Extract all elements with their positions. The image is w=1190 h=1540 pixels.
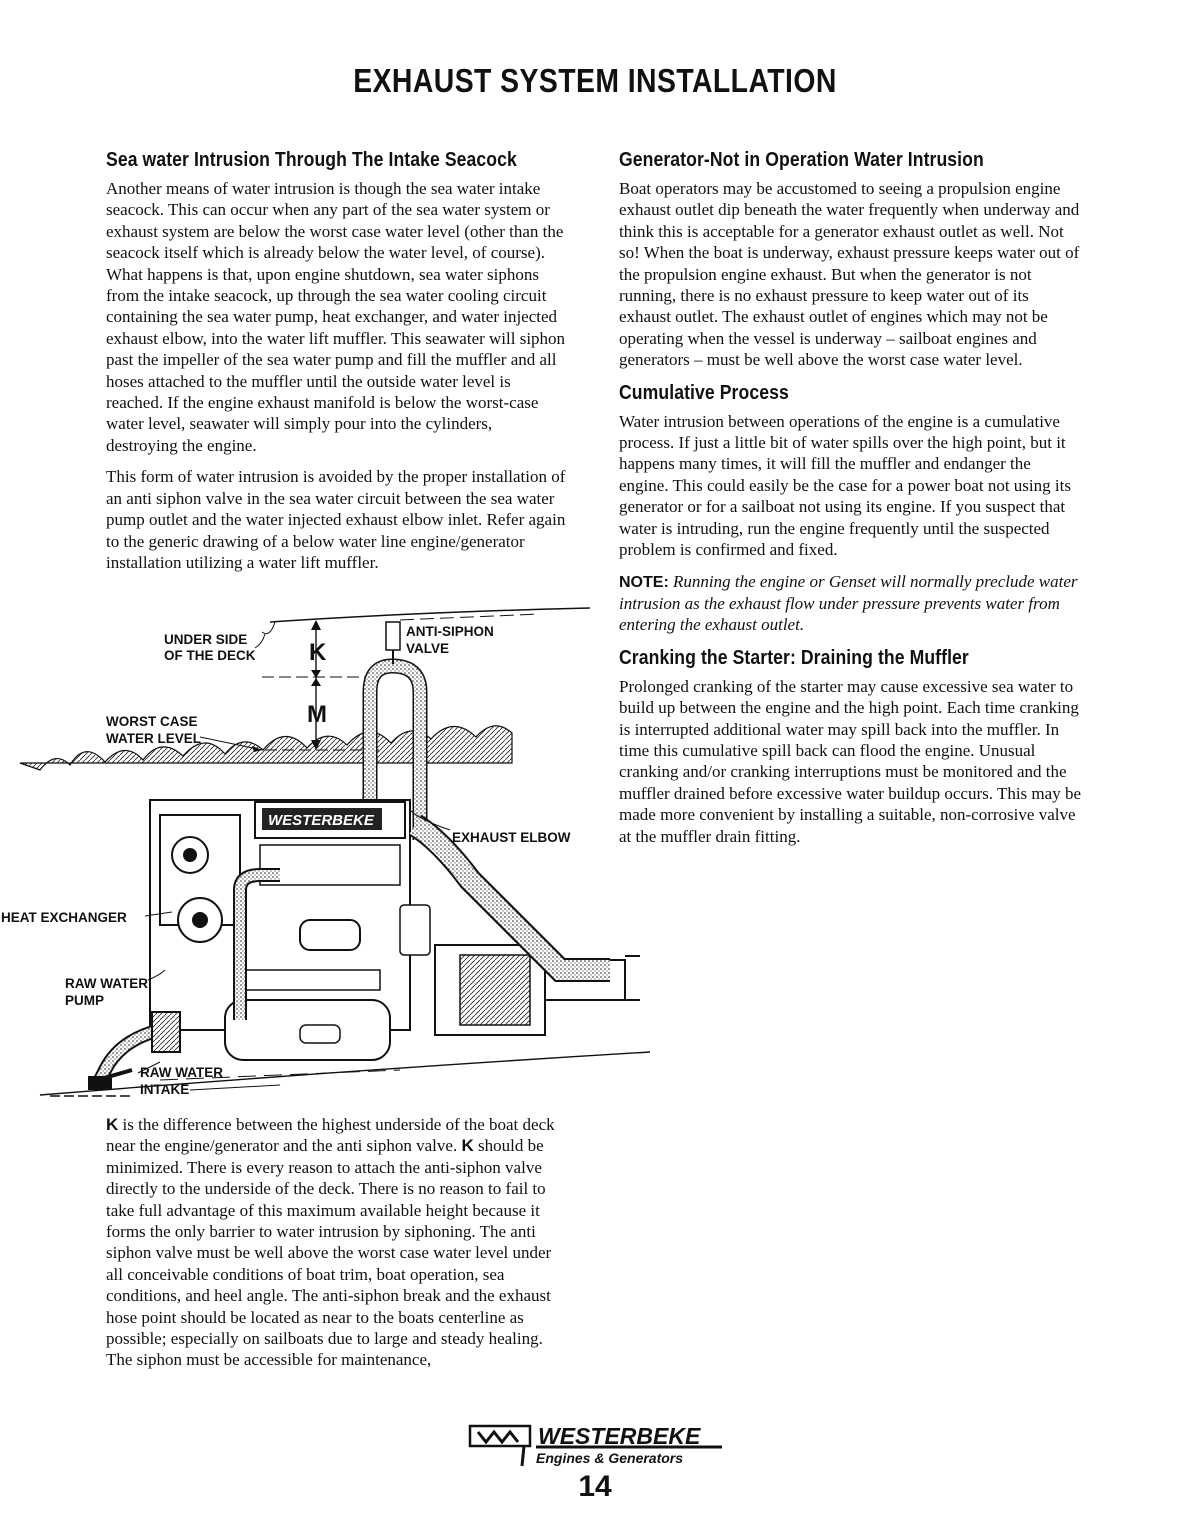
heading-cranking-starter: Cranking the Starter: Draining the Muffl… — [619, 646, 969, 669]
paragraph-cranking-starter: Prolonged cranking of the starter may ca… — [619, 676, 1081, 846]
k-text-2: should be minimized. There is every reas… — [106, 1136, 552, 1370]
paragraph-cumulative-process: Water intrusion between operations of th… — [619, 411, 1071, 560]
k-symbol-2: K — [461, 1136, 474, 1156]
paragraph-seacock-1: Another means of water intrusion is thou… — [106, 179, 566, 455]
logo-brand: WESTERBEKE — [538, 1423, 701, 1449]
anti-siphon-valve — [385, 621, 401, 651]
label-raw-water-intake-1: RAW WATER — [140, 1065, 223, 1080]
page-title: EXHAUST SYSTEM INSTALLATION — [353, 62, 837, 99]
label-valve: VALVE — [406, 641, 449, 656]
heading-generator-intrusion: Generator-Not in Operation Water Intrusi… — [619, 149, 984, 171]
westerbeke-logo: WESTERBEKE Engines & Generators — [468, 1423, 722, 1467]
deck-line — [269, 607, 591, 623]
paragraph-generator-intrusion: Boat operators may be accustomed to seei… — [619, 179, 1080, 370]
label-worst-case: WORST CASE — [106, 714, 198, 729]
label-exhaust-elbow: EXHAUST ELBOW — [452, 830, 571, 845]
paragraph-k-explanation: K is the difference between the highest … — [106, 1114, 568, 1371]
label-raw-water-pump-2: PUMP — [65, 993, 104, 1008]
k-text-1: is the difference between the highest un… — [106, 1115, 555, 1156]
heading-seacock-intrusion: Sea water Intrusion Through The Intake S… — [106, 149, 517, 171]
engine-brand-plate: WESTERBEKE — [268, 812, 375, 829]
right-column: Generator-Not in Operation Water Intrusi… — [619, 148, 1084, 857]
label-raw-water-intake-2: INTAKE — [140, 1082, 189, 1097]
paragraph-seacock-2: This form of water intrusion is avoided … — [106, 467, 566, 572]
k-dimension-label: K — [309, 639, 327, 666]
label-anti-siphon: ANTI-SIPHON — [406, 624, 494, 639]
label-heat-exchanger: HEAT EXCHANGER — [1, 910, 127, 925]
heading-cumulative-process: Cumulative Process — [619, 381, 789, 404]
seacock-icon — [50, 1068, 133, 1097]
label-raw-water-pump-1: RAW WATER — [65, 976, 148, 991]
sea-waves — [19, 725, 513, 771]
note-label: NOTE: — [619, 573, 669, 591]
note-text: Running the engine or Genset will normal… — [619, 571, 1078, 635]
label-of-the-deck: OF THE DECK — [164, 648, 256, 663]
label-under-side: UNDER SIDE — [164, 632, 247, 647]
m-dimension-label: M — [307, 701, 327, 728]
raw-water-strainer — [151, 1011, 181, 1053]
page-number: 14 — [578, 1470, 612, 1503]
label-water-level: WATER LEVEL — [106, 731, 201, 746]
logo-tagline: Engines & Generators — [536, 1450, 683, 1466]
k-symbol-1: K — [106, 1115, 119, 1134]
note-paragraph: NOTE: Running the engine or Genset will … — [619, 571, 1084, 636]
installation-diagram: K M WESTERBEKE — [1, 607, 651, 1097]
left-column: Sea water Intrusion Through The Intake S… — [106, 148, 568, 583]
k-explanation-column: K is the difference between the highest … — [106, 1114, 568, 1381]
